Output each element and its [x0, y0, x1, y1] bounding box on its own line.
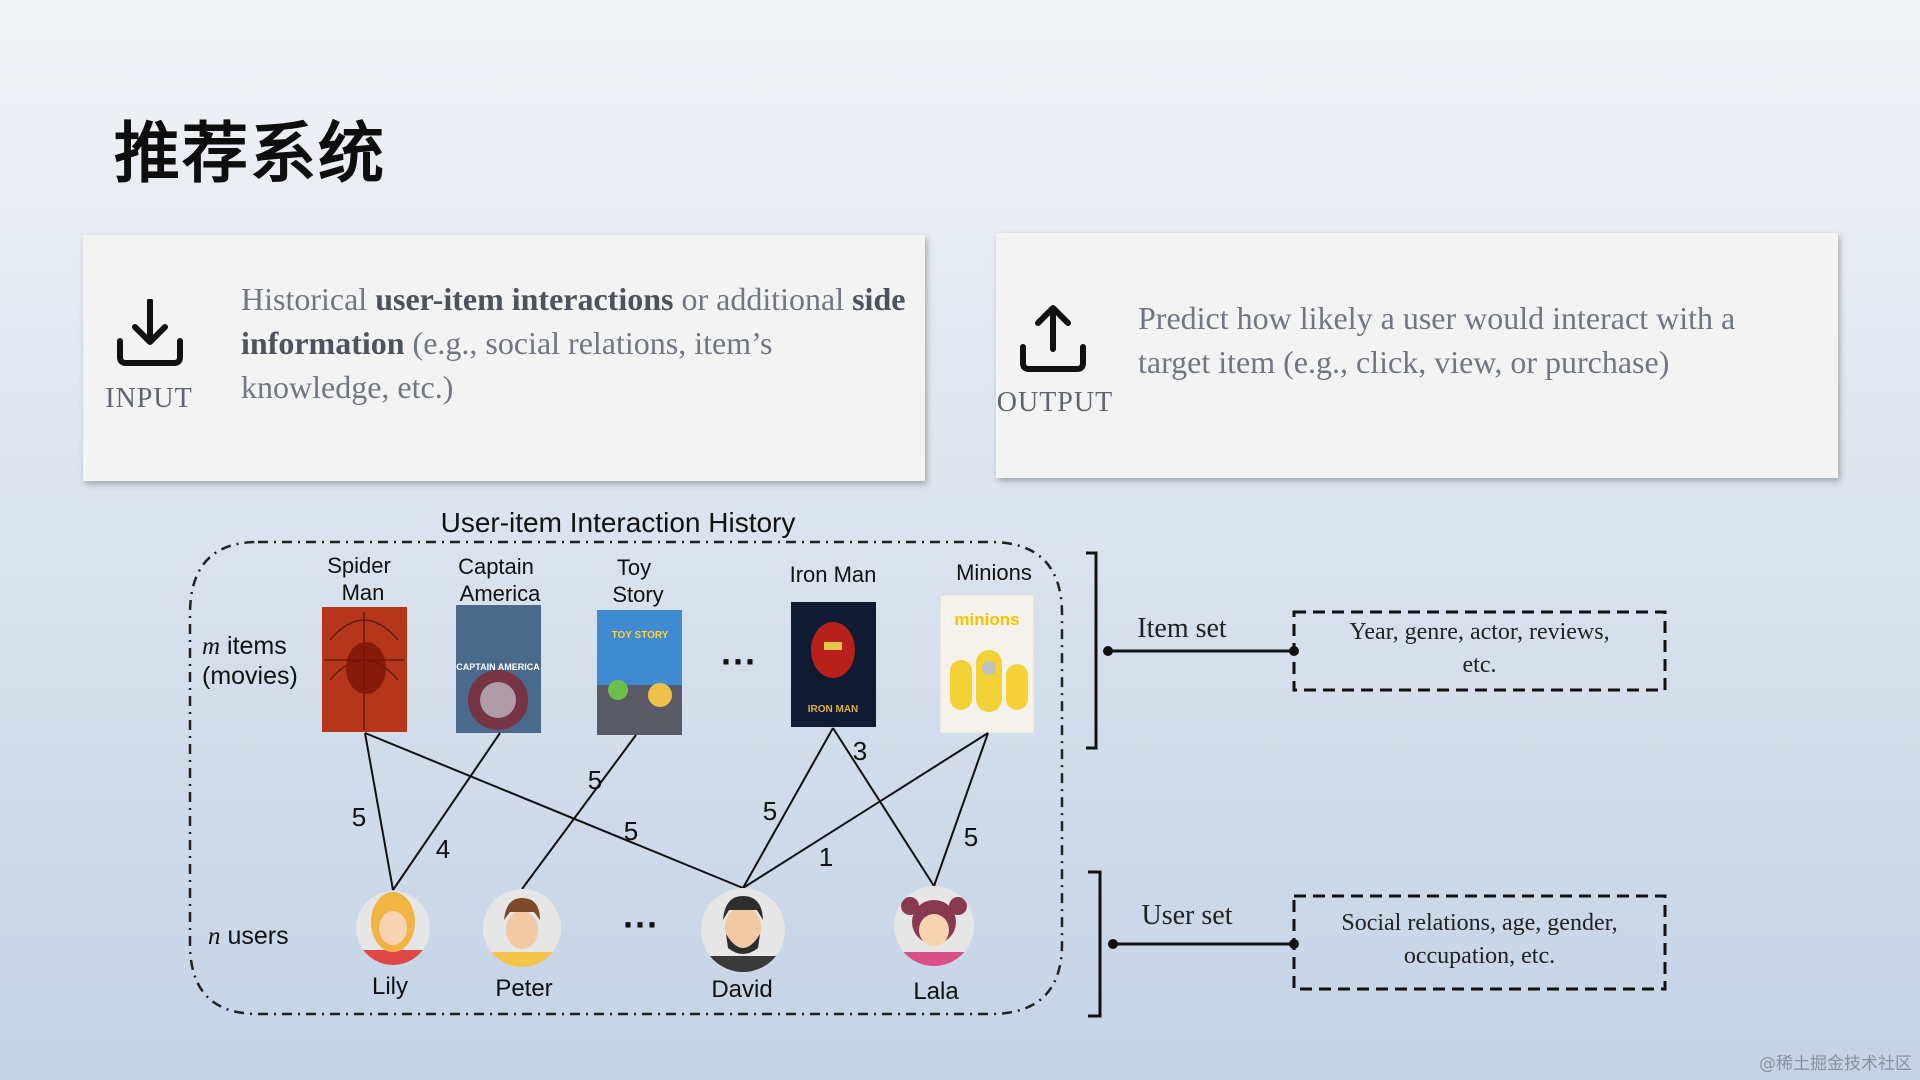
poster-spider-man: [322, 607, 407, 732]
rating-label: 5: [763, 796, 777, 826]
rating-label: 5: [624, 816, 638, 846]
diagram-title: User-item Interaction History: [441, 507, 796, 538]
avatar-peter: [483, 889, 561, 972]
item-name: Captain: [458, 554, 534, 579]
item-name: Minions: [956, 560, 1032, 585]
item-name: Story: [612, 582, 663, 607]
poster-minions: minions: [940, 595, 1034, 733]
item-set-bracket: [1086, 553, 1294, 748]
items-ellipsis: ···: [721, 641, 757, 682]
svg-text:minions: minions: [954, 610, 1019, 629]
rating-label: 5: [588, 765, 602, 795]
avatar-lala: [894, 886, 974, 972]
rating-labels: 5 4 5 5 5 3 1 5: [352, 736, 978, 872]
rating-label: 5: [352, 802, 366, 832]
item-name: Iron Man: [790, 562, 877, 587]
item-set-label: Item set: [1137, 613, 1227, 644]
svg-text:TOY STORY: TOY STORY: [612, 630, 669, 641]
svg-text:CAPTAIN AMERICA: CAPTAIN AMERICA: [456, 662, 540, 672]
poster-iron-man: IRON MAN: [791, 602, 876, 727]
rating-label: 5: [964, 822, 978, 852]
user-side-info-text: Social relations, age, gender, occupatio…: [1300, 907, 1659, 973]
items-count-sublabel: (movies): [202, 662, 298, 690]
item-name: Toy: [617, 555, 651, 580]
interaction-edges: [365, 728, 988, 890]
item-side-info-text: Year, genre, actor, reviews, etc.: [1300, 616, 1659, 682]
users-count-label: n users: [208, 922, 289, 950]
watermark: @稀土掘金技术社区: [1759, 1049, 1912, 1074]
user-set-bracket: [1088, 872, 1294, 1016]
item-name: America: [460, 581, 541, 606]
item-name: Spider: [327, 553, 391, 578]
items-count-label: m items: [202, 632, 287, 660]
user-set-dot: [1108, 939, 1118, 949]
users-ellipsis: ···: [623, 904, 659, 945]
rating-label: 4: [436, 834, 450, 864]
user-name: Lala: [913, 978, 959, 1005]
poster-captain-america: CAPTAIN AMERICA: [456, 605, 541, 733]
user-name: David: [711, 976, 772, 1003]
avatar-lily: [356, 891, 430, 970]
user-name: Lily: [372, 973, 408, 1000]
svg-text:IRON MAN: IRON MAN: [808, 704, 859, 715]
avatar-david: [701, 888, 785, 976]
item-set-dot: [1103, 646, 1113, 656]
user-set-label: User set: [1142, 900, 1233, 931]
item-name: Man: [342, 580, 385, 605]
rating-label: 3: [853, 736, 867, 766]
poster-toy-story: TOY STORY: [597, 610, 682, 735]
user-name: Peter: [495, 975, 552, 1002]
rating-label: 1: [819, 842, 833, 872]
